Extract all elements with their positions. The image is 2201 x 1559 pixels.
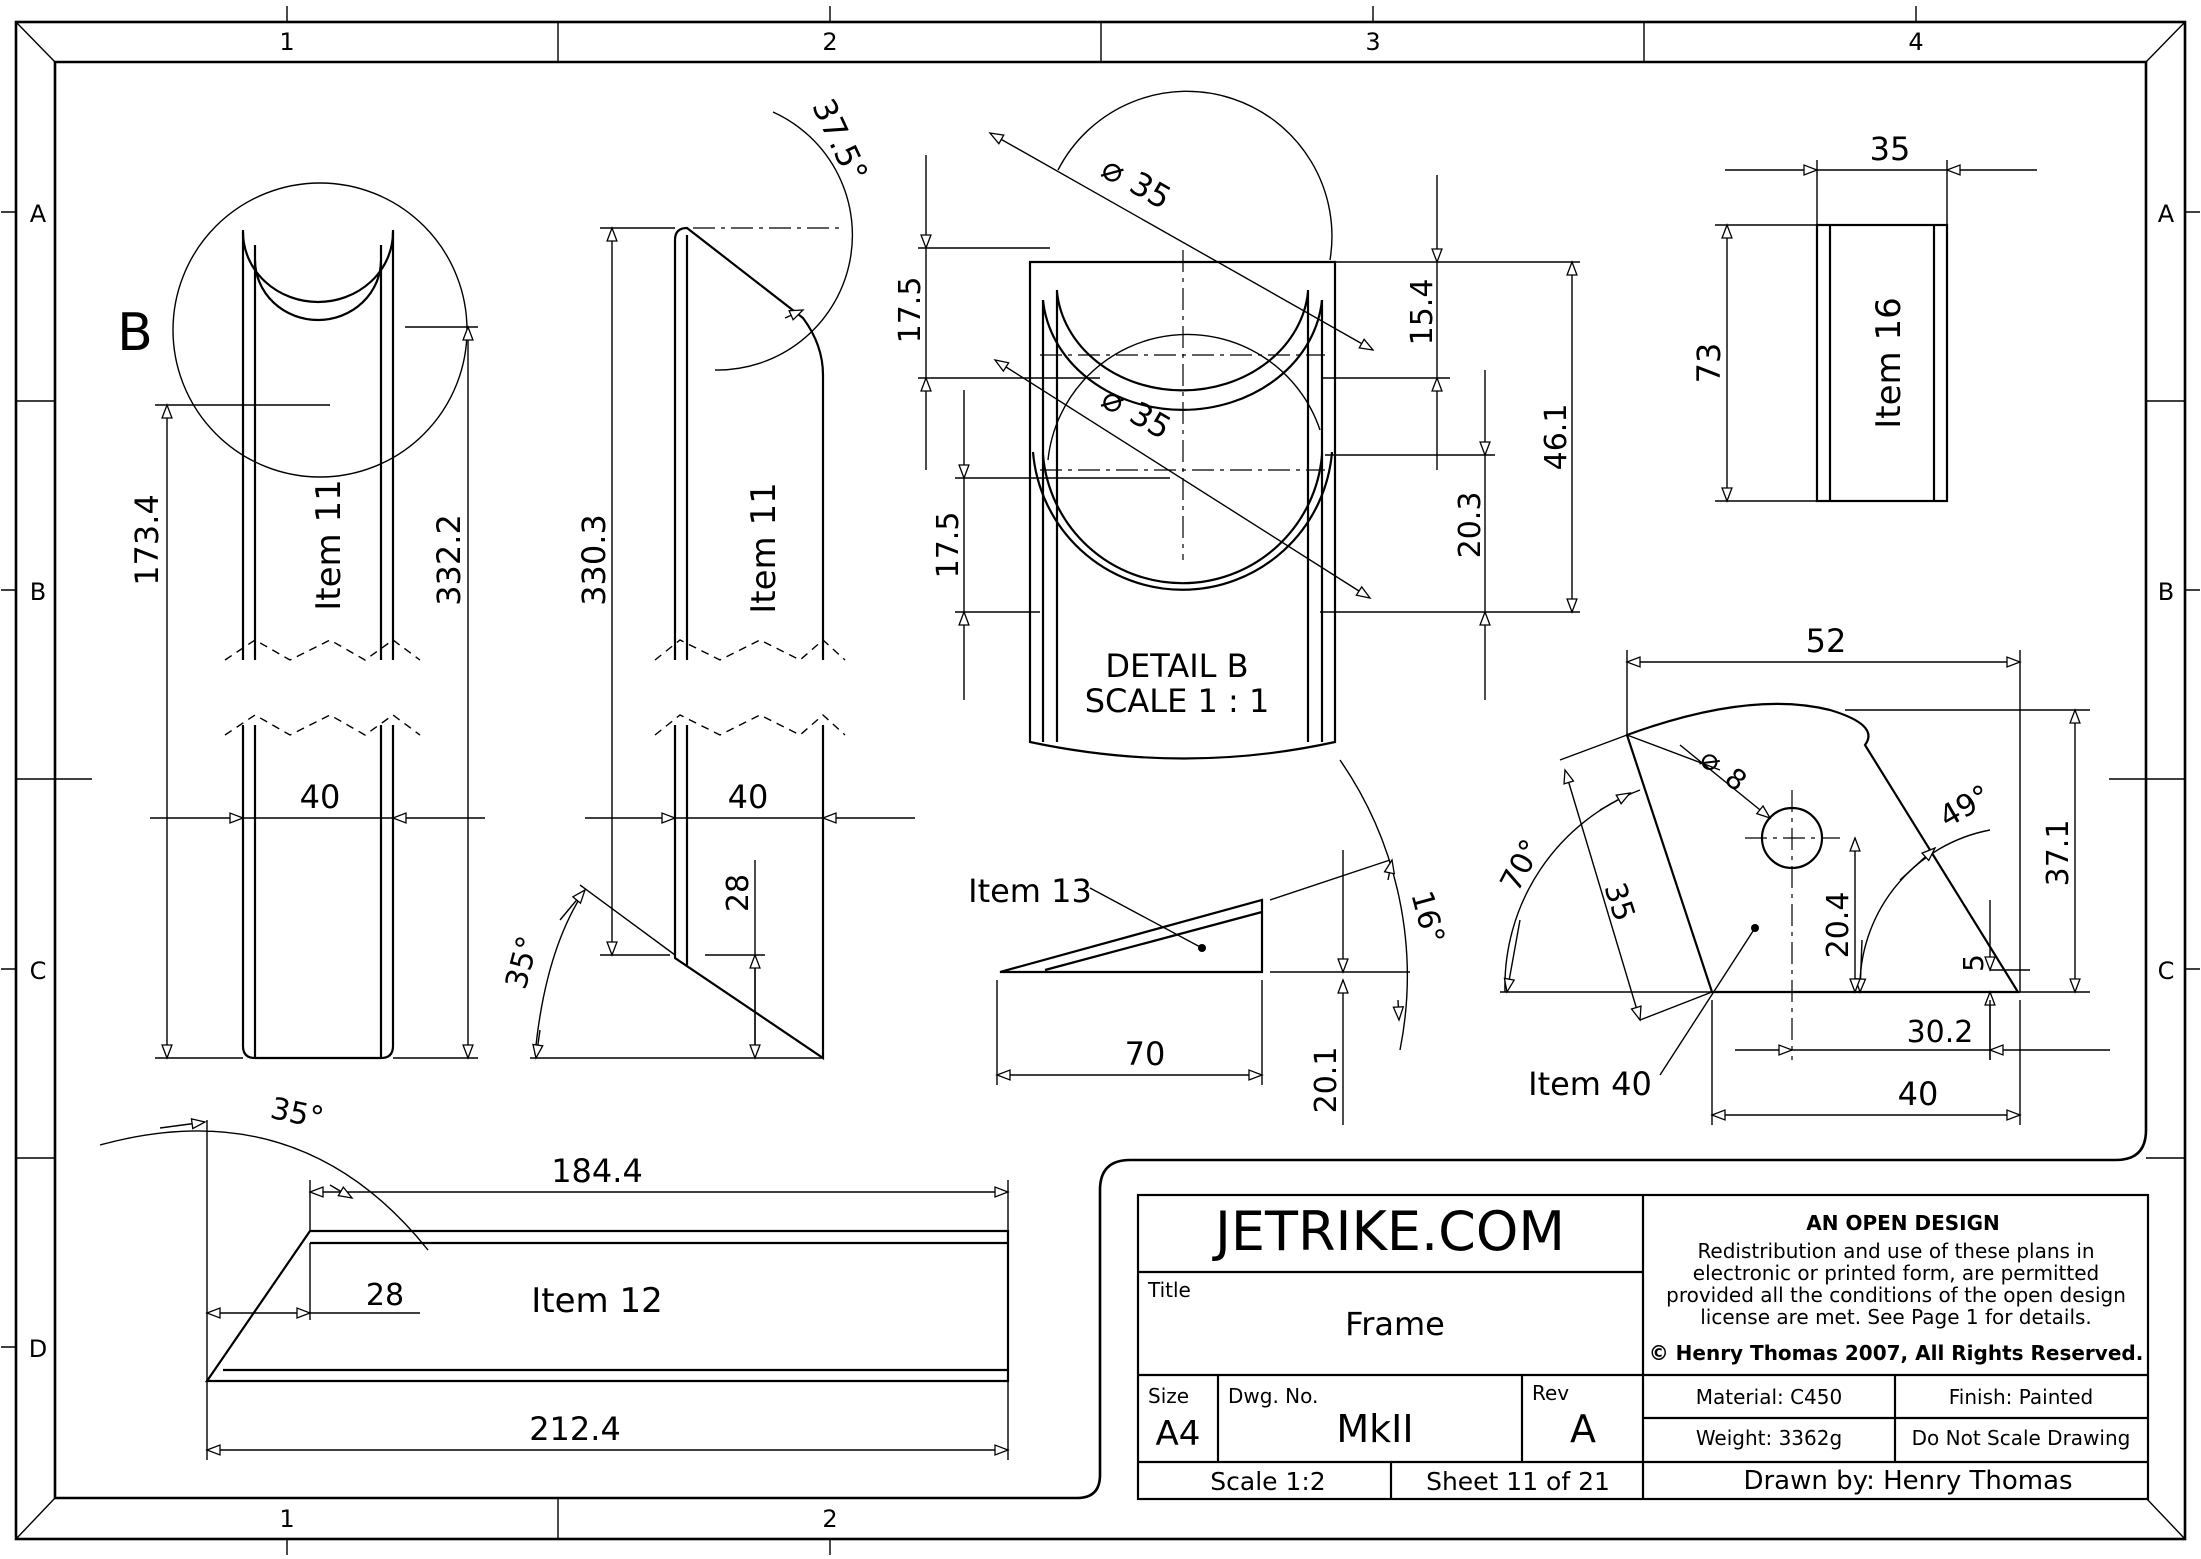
dim-5-item40: 5 bbox=[1957, 954, 1990, 972]
bottom-col-label-1: 1 bbox=[279, 1505, 294, 1533]
rev-value: A bbox=[1570, 1407, 1596, 1451]
dwg-label: Dwg. No. bbox=[1228, 1384, 1318, 1408]
license-line-4: license are met. See Page 1 for details. bbox=[1700, 1305, 2092, 1329]
col-label-2: 2 bbox=[822, 28, 837, 56]
angle-35-side: 35° bbox=[499, 932, 547, 992]
dim-212-4: 212.4 bbox=[529, 1410, 621, 1448]
row-label-c-left: C bbox=[30, 957, 47, 985]
view-detail-b: DETAIL B SCALE 1 : 1 ⌀ 35 ⌀ 35 17.5 17.5… bbox=[893, 90, 1580, 760]
view-item12: Item 12 184.4 212.4 28 35° bbox=[99, 1091, 1010, 1460]
angle-16-item13: 16° bbox=[1403, 887, 1451, 947]
row-label-a-left: A bbox=[30, 200, 47, 228]
detail-b-title-1: DETAIL B bbox=[1105, 647, 1248, 685]
dim-184-4: 184.4 bbox=[551, 1152, 643, 1190]
item12-label: Item 12 bbox=[531, 1281, 662, 1321]
view-item13: Item 13 70 20.1 16° bbox=[968, 759, 1451, 1125]
dim-20-3: 20.3 bbox=[1453, 492, 1488, 559]
dim-73-item16: 73 bbox=[1690, 343, 1728, 384]
no-scale: Do Not Scale Drawing bbox=[1912, 1426, 2131, 1450]
detail-b-title-2: SCALE 1 : 1 bbox=[1085, 682, 1270, 720]
dim-20-1-item13: 20.1 bbox=[1309, 1047, 1344, 1114]
dim-hole-8: 8 bbox=[1719, 761, 1753, 798]
item11-front-label: Item 11 bbox=[309, 479, 349, 610]
col-label-4: 4 bbox=[1908, 28, 1923, 56]
view-item11-side: Item 11 330.3 40 28 37.5° 35° bbox=[499, 93, 915, 1061]
scale-value: Scale 1:2 bbox=[1210, 1467, 1325, 1496]
dia-8-symbol: ⌀ bbox=[1693, 741, 1729, 780]
col-label-3: 3 bbox=[1365, 28, 1380, 56]
rev-label: Rev bbox=[1532, 1381, 1569, 1405]
dim-37-1-item40: 37.1 bbox=[2041, 820, 2076, 887]
dim-35-item16: 35 bbox=[1870, 130, 1911, 168]
license-line-1: Redistribution and use of these plans in bbox=[1697, 1239, 2094, 1263]
bottom-col-label-2: 2 bbox=[822, 1505, 837, 1533]
dim-332-2: 332.2 bbox=[430, 514, 468, 606]
company-name: JETRIKE.COM bbox=[1212, 1200, 1565, 1263]
dim-15-4: 15.4 bbox=[1405, 279, 1440, 346]
license-line-3: provided all the conditions of the open … bbox=[1666, 1283, 2126, 1307]
dia-35-top-symbol: ⌀ bbox=[1095, 148, 1133, 193]
license-line-2: electronic or printed form, are permitte… bbox=[1693, 1261, 2099, 1285]
angle-37-5: 37.5° bbox=[804, 93, 875, 188]
angle-70-item40: 70° bbox=[1494, 834, 1550, 897]
angle-35-item12: 35° bbox=[267, 1091, 326, 1136]
dim-40-side: 40 bbox=[728, 778, 769, 816]
angle-49-item40: 49° bbox=[1933, 778, 1997, 835]
item13-label: Item 13 bbox=[968, 872, 1092, 910]
dim-46-1: 46.1 bbox=[1539, 404, 1574, 471]
dim-35-item40: 35 bbox=[1596, 878, 1641, 925]
dim-40-item40: 40 bbox=[1898, 1075, 1939, 1113]
row-label-a-right: A bbox=[2158, 200, 2175, 228]
view-item16: Item 16 35 73 bbox=[1690, 130, 2037, 503]
item16-label: Item 16 bbox=[1869, 297, 1909, 428]
dim-17-5-bottom: 17.5 bbox=[931, 512, 966, 579]
title-block: JETRIKE.COM Title Frame Size A4 Dwg. No.… bbox=[1136, 1193, 2150, 1501]
item11-side-label: Item 11 bbox=[744, 482, 784, 613]
row-label-b-left: B bbox=[30, 578, 46, 606]
view-item40: Item 40 52 37.1 ⌀ 8 35 70° 49° 20.4 bbox=[1494, 622, 2110, 1125]
dim-70-item13: 70 bbox=[1125, 1035, 1166, 1073]
dim-28-side: 28 bbox=[721, 874, 756, 912]
weight: Weight: 3362g bbox=[1696, 1426, 1842, 1450]
detail-b-circle bbox=[172, 182, 468, 478]
sheet-border: 1 2 3 4 1 2 A B C D A B C bbox=[1, 6, 2200, 1555]
dim-52-item40: 52 bbox=[1806, 622, 1847, 660]
dwg-value: MkII bbox=[1336, 1407, 1413, 1451]
dim-20-4-item40: 20.4 bbox=[1821, 892, 1856, 959]
drawn-by: Drawn by: Henry Thomas bbox=[1743, 1466, 2072, 1496]
row-label-b-right: B bbox=[2158, 578, 2174, 606]
dim-40-left: 40 bbox=[300, 778, 341, 816]
dim-17-5-top: 17.5 bbox=[893, 277, 928, 344]
title-label: Title bbox=[1147, 1278, 1191, 1302]
dia-35-top: 35 bbox=[1123, 164, 1177, 217]
view-item11-front: B Item 11 173.4 332.2 40 bbox=[117, 182, 485, 1060]
item40-label: Item 40 bbox=[1528, 1065, 1652, 1103]
size-label: Size bbox=[1148, 1384, 1189, 1408]
row-label-c-right: C bbox=[2158, 957, 2175, 985]
material: Material: C450 bbox=[1696, 1385, 1842, 1409]
copyright: © Henry Thomas 2007, All Rights Reserved… bbox=[1649, 1341, 2144, 1365]
dim-173-4: 173.4 bbox=[128, 494, 166, 586]
finish: Finish: Painted bbox=[1949, 1385, 2094, 1409]
license-heading: AN OPEN DESIGN bbox=[1806, 1211, 1999, 1235]
dim-28-item12: 28 bbox=[366, 1278, 404, 1313]
dim-330-3: 330.3 bbox=[575, 514, 613, 606]
col-label-1: 1 bbox=[279, 28, 294, 56]
sheet-value: Sheet 11 of 21 bbox=[1426, 1467, 1610, 1496]
size-value: A4 bbox=[1156, 1414, 1201, 1454]
title-value: Frame bbox=[1345, 1305, 1445, 1343]
row-label-d-left: D bbox=[29, 1335, 47, 1363]
dim-30-2-item40: 30.2 bbox=[1907, 1015, 1974, 1050]
detail-b-letter: B bbox=[117, 303, 153, 363]
